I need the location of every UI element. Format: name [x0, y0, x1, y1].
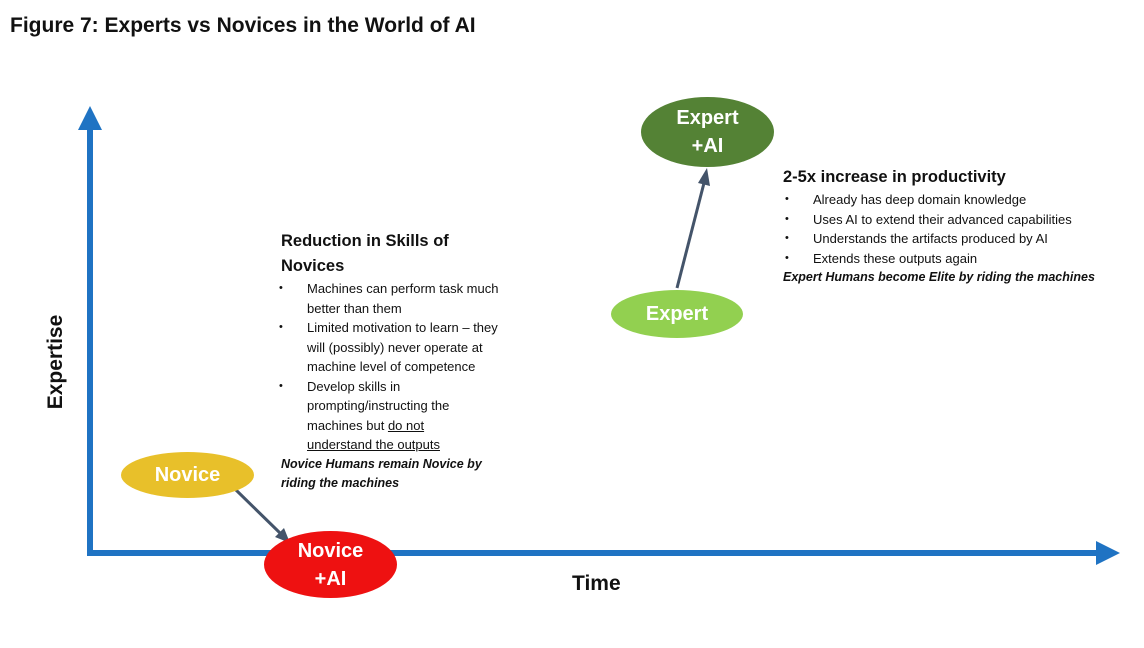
- expert-conclusion: Expert Humans become Elite by riding the…: [783, 270, 1095, 284]
- novice-conclusion: Novice Humans remain Novice by riding th…: [281, 456, 482, 491]
- novice-heading: Reduction in Skills of Novices: [281, 229, 521, 279]
- novice-bullet-underlined: understand the outputs: [307, 437, 440, 452]
- novice-ai-node: Novice +AI: [264, 531, 397, 598]
- novice-bullet-text: Develop skills in prompting/instructing …: [307, 378, 450, 433]
- novice-bullet-underlined: do not: [387, 417, 425, 433]
- novice-bullet: Machines can perform task much better th…: [277, 279, 502, 318]
- expert-to-expert-ai-arrow: [675, 182, 706, 289]
- expert-ai-node-line1: Expert: [676, 107, 739, 129]
- x-axis-label: Time: [572, 572, 621, 595]
- expert-node-label: Expert: [645, 303, 709, 325]
- expert-ai-node-line2: +AI: [691, 135, 724, 157]
- expert-node: Expert: [611, 290, 743, 338]
- expert-to-expert-ai-arrowhead: [698, 168, 710, 186]
- expert-bullet-list: Already has deep domain knowledge Uses A…: [783, 190, 1143, 268]
- novice-to-novice-ai-arrow: [234, 488, 282, 535]
- expert-bullet: Already has deep domain knowledge: [783, 190, 1143, 210]
- expert-ai-node: Expert +AI: [641, 97, 774, 167]
- expert-bullet: Extends these outputs again: [783, 249, 1143, 269]
- x-axis-arrowhead: [1096, 541, 1120, 565]
- y-axis-arrowhead: [78, 106, 102, 130]
- novice-ai-node-line1: Novice: [297, 539, 364, 562]
- novice-description: Reduction in Skills of Novices Machines …: [279, 229, 521, 494]
- figure-title: Figure 7: Experts vs Novices in the Worl…: [10, 14, 476, 37]
- novice-heading-line2: Novices: [281, 257, 345, 275]
- y-axis-label: Expertise: [44, 314, 67, 410]
- novice-node-label: Novice: [154, 464, 221, 486]
- expert-heading: 2-5x increase in productivity: [783, 168, 1006, 186]
- novice-bullet: Develop skills in prompting/instructing …: [277, 377, 502, 455]
- novice-bullet: Limited motivation to learn – they will …: [277, 318, 502, 377]
- expert-bullet: Uses AI to extend their advanced capabil…: [783, 210, 1143, 230]
- novice-heading-line1: Reduction in Skills of: [281, 232, 449, 250]
- expert-description: 2-5x increase in productivity Already ha…: [783, 165, 1143, 288]
- expert-bullet: Understands the artifacts produced by AI: [783, 229, 1143, 249]
- novice-node: Novice: [121, 452, 254, 498]
- novice-ai-node-line2: +AI: [314, 567, 347, 590]
- novice-bullet-list: Machines can perform task much better th…: [277, 279, 502, 455]
